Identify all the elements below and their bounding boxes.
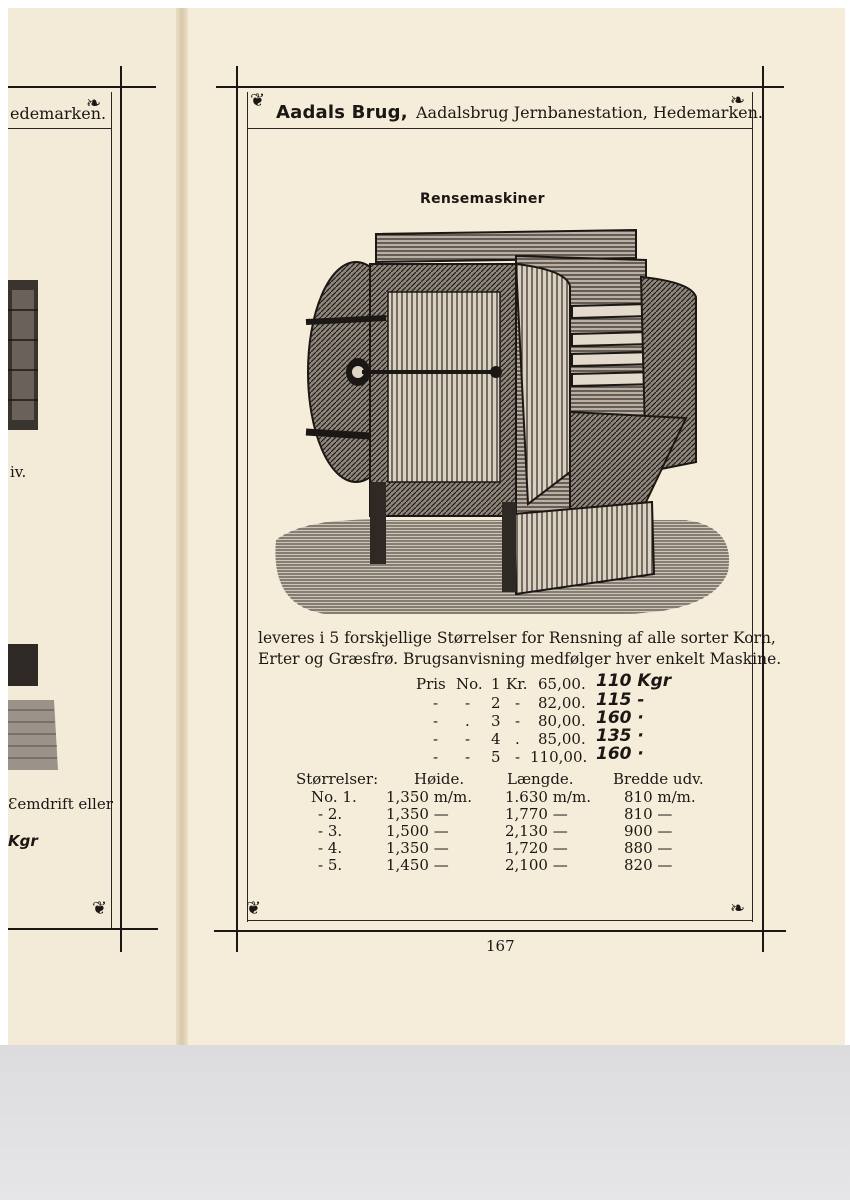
- left-frame-bottom-line: [8, 928, 158, 930]
- description-line-2: Erter og Græsfrø. Brugsanvisning medfølg…: [258, 650, 782, 668]
- sizes-cell: 900 —: [624, 822, 673, 840]
- sizes-cell: 820 —: [624, 856, 673, 874]
- sizes-header: Høide.: [414, 770, 465, 788]
- page-title: Rensemaskiner: [420, 191, 545, 207]
- sizes-cell: 1,350 —: [386, 805, 449, 823]
- frame-left-inner-vline: [247, 92, 248, 922]
- left-bottom-text: Ɛemdrift eller: [8, 795, 113, 813]
- price-number: 3: [491, 712, 501, 730]
- price-label: -: [433, 712, 439, 730]
- sizes-cell: - 3.: [318, 822, 343, 840]
- price-no-label: .: [465, 712, 470, 730]
- book-gutter: [176, 8, 188, 1045]
- left-handwritten-note: Kgr: [8, 832, 38, 850]
- sizes-cell: 1,350 m/m.: [386, 788, 472, 806]
- price-no-label: -: [465, 748, 471, 766]
- left-engraving-fragment: [8, 644, 58, 770]
- price-currency: -: [515, 712, 521, 730]
- corner-ornament-icon: ❧: [730, 90, 746, 111]
- price-value: 110,00.: [530, 748, 588, 766]
- price-number: 2: [491, 694, 501, 712]
- price-no-label: -: [465, 730, 471, 748]
- sizes-cell: 810 m/m.: [624, 788, 696, 806]
- scanner-background: [0, 1045, 850, 1200]
- header-rule: [248, 128, 753, 129]
- price-currency: Kr.: [506, 675, 528, 693]
- price-no-label: -: [465, 694, 471, 712]
- left-text-fragment: iv.: [10, 463, 27, 481]
- price-number: 1: [491, 675, 501, 693]
- frame-inner-bottom-line: [248, 920, 753, 921]
- price-label: -: [433, 730, 439, 748]
- price-value: 82,00.: [538, 694, 586, 712]
- price-label: -: [433, 694, 439, 712]
- handwritten-weight: 160 ·: [596, 708, 644, 728]
- sizes-cell: 1.630 m/m.: [505, 788, 591, 806]
- price-value: 80,00.: [538, 712, 586, 730]
- cleaning-machine-engraving: [275, 228, 730, 614]
- sizes-cell: 1,450 —: [386, 856, 449, 874]
- left-header-fragment: edemarken.: [10, 104, 107, 123]
- price-currency: .: [515, 730, 520, 748]
- price-currency: -: [515, 748, 521, 766]
- frame-left-outer-vline: [236, 66, 238, 952]
- handwritten-weight: 115 -: [596, 690, 645, 710]
- price-currency: -: [515, 694, 521, 712]
- header-location: Aadalsbrug Jernbanestation, Hedemarken.: [416, 103, 763, 122]
- frame-bottom-line: [214, 930, 786, 932]
- frame-right-inner-vline: [752, 92, 753, 922]
- left-page: [8, 8, 183, 1045]
- sizes-cell: No. 1.: [311, 788, 357, 806]
- corner-ornament-icon: ❧: [730, 898, 746, 919]
- header-brand: Aadals Brug,: [276, 102, 408, 123]
- sizes-cell: 880 —: [624, 839, 673, 857]
- price-no-label: No.: [456, 675, 483, 693]
- price-number: 4: [491, 730, 501, 748]
- left-header-rule: [8, 128, 112, 129]
- left-frame-top-line: [8, 86, 156, 88]
- sizes-cell: - 4.: [318, 839, 343, 857]
- sizes-cell: 1,770 —: [505, 805, 568, 823]
- sizes-cell: 810 —: [624, 805, 673, 823]
- sizes-cell: 1,720 —: [505, 839, 568, 857]
- left-frame-outer-vline: [120, 66, 122, 952]
- description-line-1: leveres i 5 forskjellige Størrelser for …: [258, 629, 776, 647]
- sizes-header: Bredde udv.: [613, 770, 704, 788]
- left-engraving-fragment: [8, 280, 38, 430]
- price-label: Pris: [416, 675, 446, 693]
- frame-top-line: [216, 86, 784, 88]
- sizes-cell: 2,130 —: [505, 822, 568, 840]
- price-label: -: [433, 748, 439, 766]
- sizes-header: Længde.: [507, 770, 574, 788]
- sizes-header: Størrelser:: [296, 770, 379, 788]
- frame-right-outer-vline: [762, 66, 764, 952]
- corner-ornament-icon: ❦: [250, 90, 266, 111]
- corner-ornament-icon: ❦: [92, 898, 108, 919]
- price-value: 65,00.: [538, 675, 586, 693]
- sizes-cell: - 2.: [318, 805, 343, 823]
- corner-ornament-icon: ❧: [86, 93, 102, 114]
- sizes-cell: 1,350 —: [386, 839, 449, 857]
- price-number: 5: [491, 748, 501, 766]
- price-value: 85,00.: [538, 730, 586, 748]
- handwritten-weight: 110 Kgr: [596, 671, 672, 691]
- handwritten-weight: 160 ·: [596, 744, 644, 764]
- sizes-cell: 1,500 —: [386, 822, 449, 840]
- sizes-cell: - 5.: [318, 856, 343, 874]
- left-frame-inner-vline: [111, 92, 112, 928]
- sizes-cell: 2,100 —: [505, 856, 568, 874]
- corner-ornament-icon: ❦: [246, 898, 262, 919]
- page-number: 167: [486, 937, 515, 955]
- handwritten-weight: 135 ·: [596, 726, 644, 746]
